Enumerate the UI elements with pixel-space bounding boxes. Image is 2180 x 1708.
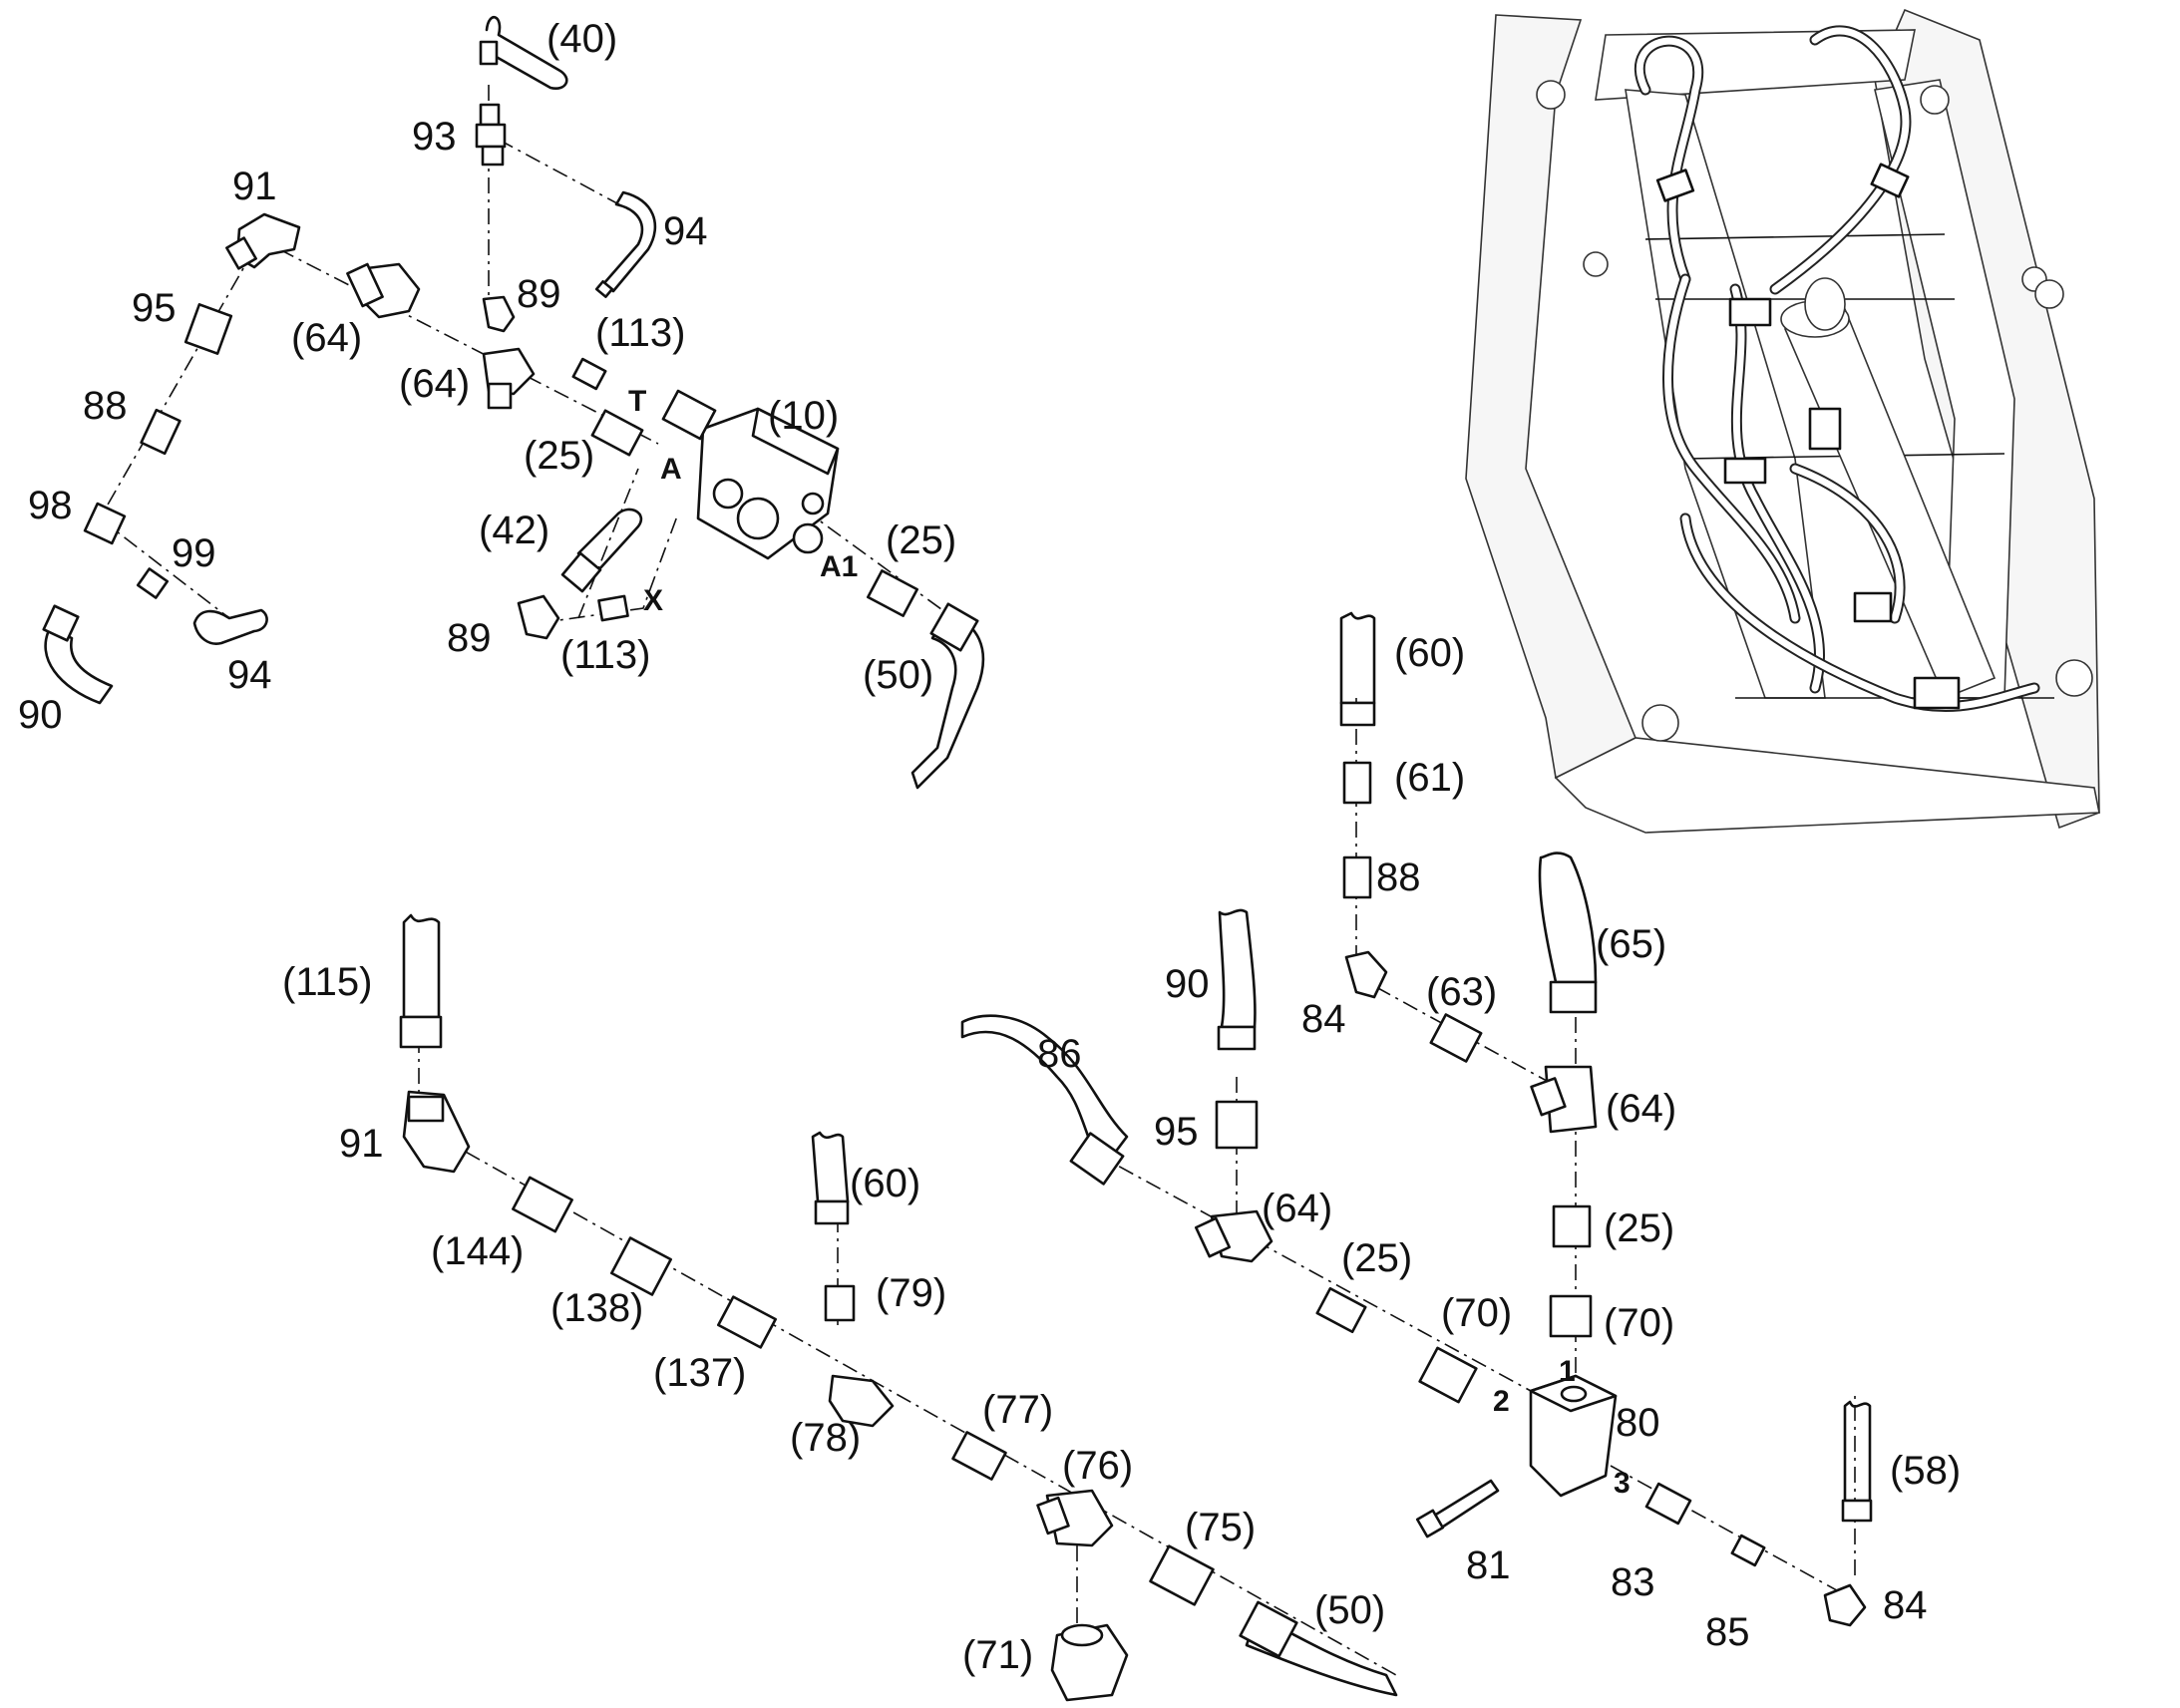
label-78: (78): [790, 1416, 861, 1460]
label-76: (76): [1062, 1444, 1133, 1488]
selector-valve-parts: [960, 611, 1873, 1627]
overview-hoses: [1634, 25, 2040, 713]
label-115: (115): [282, 960, 372, 1004]
valve-group-parts: [42, 16, 985, 790]
label-64-b: (64): [399, 362, 470, 406]
port-A1: A1: [820, 550, 858, 583]
label-60-right: (60): [1394, 631, 1465, 675]
label-94-bottom: 94: [227, 653, 272, 697]
port-T: T: [628, 385, 646, 418]
label-63: (63): [1426, 970, 1497, 1014]
port-X: X: [643, 584, 663, 617]
label-79: (79): [876, 1271, 946, 1315]
loader-frame-overview: [1465, 8, 2100, 834]
label-25-a: (25): [524, 434, 594, 478]
label-89-top: 89: [517, 272, 561, 316]
label-88-top: 88: [83, 384, 128, 428]
label-138: (138): [550, 1286, 643, 1330]
label-81: 81: [1466, 1543, 1511, 1587]
label-50-bottom: (50): [1314, 1588, 1385, 1632]
label-95-right: 95: [1154, 1110, 1199, 1154]
label-99: 99: [172, 531, 216, 575]
port-markings: T A X A1 1 2 3: [628, 385, 1631, 1500]
label-25-d: (25): [1604, 1206, 1674, 1250]
valve-block: [661, 389, 840, 560]
label-113-bottom: (113): [560, 633, 650, 677]
label-144: (144): [431, 1229, 524, 1273]
label-84-bottom: 84: [1883, 1583, 1928, 1627]
label-94-top: 94: [663, 209, 708, 253]
label-50-top: (50): [863, 653, 933, 697]
label-89-bottom: 89: [447, 616, 492, 660]
label-83: 83: [1611, 1560, 1655, 1604]
port-3: 3: [1614, 1467, 1631, 1500]
label-25-b: (25): [886, 518, 956, 562]
label-90-left: 90: [18, 693, 63, 737]
label-98: 98: [28, 484, 73, 527]
label-60-bottom: (60): [850, 1162, 920, 1205]
label-42: (42): [479, 509, 549, 552]
label-65: (65): [1596, 922, 1666, 966]
label-25-c: (25): [1341, 1236, 1412, 1280]
label-70-b: (70): [1604, 1301, 1674, 1345]
port-2: 2: [1493, 1385, 1510, 1418]
label-70-a: (70): [1441, 1291, 1512, 1335]
label-61: (61): [1394, 756, 1465, 800]
line-chain-parts: [399, 913, 1398, 1702]
label-113-top: (113): [595, 311, 685, 355]
label-64-d: (64): [1262, 1187, 1332, 1230]
label-64-c: (64): [1606, 1087, 1676, 1131]
label-80: 80: [1616, 1401, 1660, 1445]
label-90-right: 90: [1165, 962, 1210, 1006]
label-71: (71): [962, 1633, 1033, 1677]
label-91-top: 91: [232, 165, 277, 208]
label-88-right: 88: [1376, 855, 1421, 899]
label-95-top: 95: [132, 286, 177, 330]
label-40: (40): [546, 17, 617, 61]
label-77: (77): [982, 1388, 1053, 1432]
label-64-a: (64): [291, 316, 362, 360]
label-84-top: 84: [1301, 997, 1346, 1041]
selector-valve-block: [1529, 1374, 1618, 1498]
label-75: (75): [1185, 1506, 1256, 1549]
part-labels: (40) 93 94 91 89 95 (64) (64) (113) 88 (…: [18, 17, 1961, 1677]
label-85: 85: [1705, 1610, 1750, 1654]
label-137: (137): [653, 1351, 746, 1395]
label-58: (58): [1890, 1449, 1961, 1493]
port-A: A: [660, 453, 682, 486]
port-1: 1: [1559, 1355, 1576, 1388]
label-93: 93: [412, 115, 457, 159]
label-86: 86: [1037, 1032, 1082, 1076]
label-91-bottom: 91: [339, 1122, 384, 1166]
label-10: (10): [768, 394, 839, 438]
